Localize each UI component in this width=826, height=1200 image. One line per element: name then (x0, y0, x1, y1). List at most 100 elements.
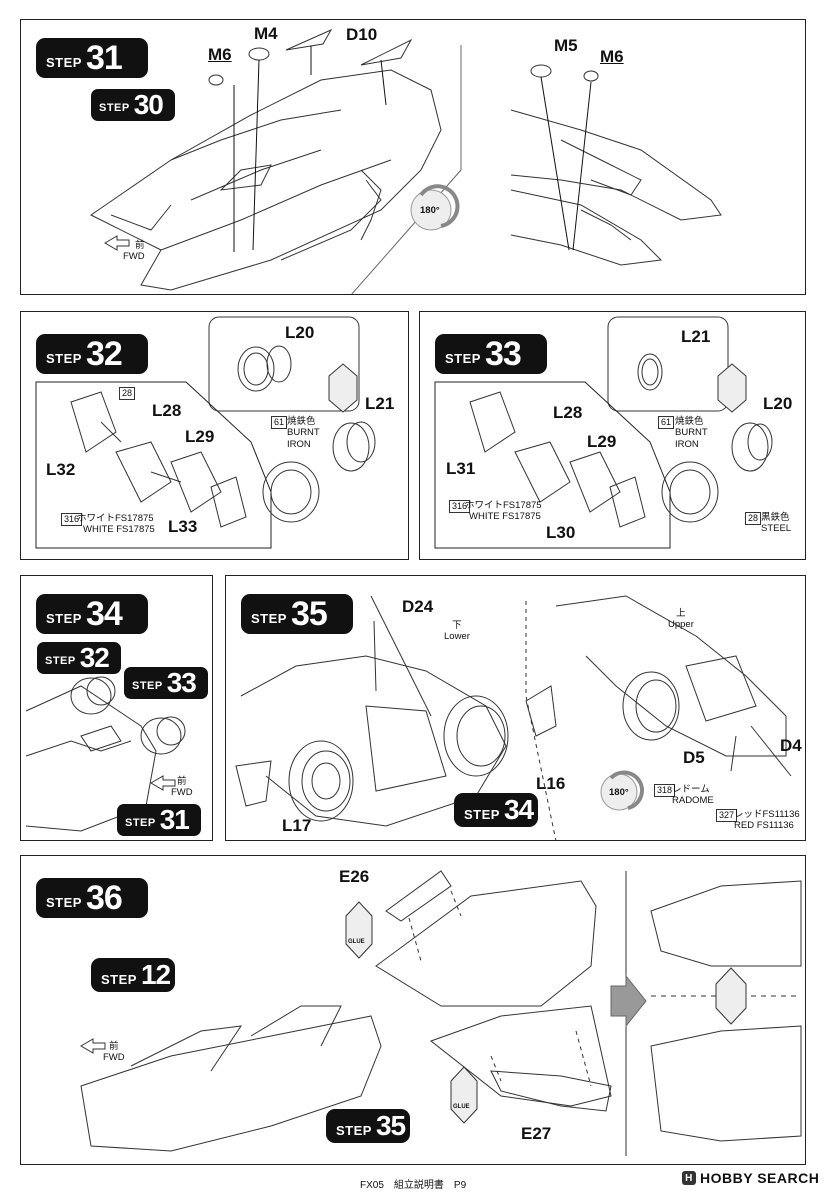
upper-en: Upper (668, 619, 694, 631)
part-label-l30: L30 (546, 523, 576, 542)
paint-jp: 焼鉄色 (287, 416, 316, 427)
step32-badge: STEP 32 (36, 334, 148, 374)
paint-jp: レッドFS11136 (734, 809, 800, 820)
paint-number-steel: 28 (745, 512, 762, 525)
logo-text: HOBBY SEARCH (700, 1170, 820, 1186)
part-label-l28: L28 (553, 403, 583, 422)
fwd-jp: 前 (109, 1041, 119, 1052)
step-word: STEP (125, 817, 156, 829)
step-word: STEP (132, 680, 163, 692)
fwd-label: 前 FWD (171, 776, 193, 799)
logo-icon: H (682, 1171, 696, 1185)
step-word: STEP (46, 54, 82, 70)
paint-en: RED FS11136 (734, 820, 794, 832)
part-label-d24: D24 (402, 597, 434, 616)
paint-red: レッドFS11136 RED FS11136 (734, 809, 800, 832)
part-label-m5: M5 (554, 36, 578, 55)
fwd-en: FWD (123, 251, 145, 263)
part-label-d10: D10 (346, 25, 378, 44)
paint-jp: レドーム (672, 784, 710, 795)
step-word: STEP (46, 894, 82, 910)
fwd-jp: 前 (177, 776, 187, 787)
hobby-search-logo: H HOBBY SEARCH (682, 1170, 819, 1186)
step33-ref-badge: STEP 33 (124, 667, 208, 699)
step-number: 34 (503, 794, 534, 825)
step35-illustration (235, 595, 792, 840)
part-label-m6: M6 (208, 45, 232, 64)
part-label-l21: L21 (365, 394, 395, 413)
paint-en1: BURNT (675, 427, 708, 439)
step30-badge: STEP 30 (91, 89, 175, 121)
fwd-label: 前 FWD (103, 1041, 125, 1064)
step31-illustration (90, 28, 722, 294)
step-word: STEP (336, 1122, 372, 1138)
part-label-l20: L20 (285, 323, 315, 342)
step34-illustration (25, 676, 186, 832)
step-number: 35 (375, 1110, 406, 1141)
part-label-l29: L29 (185, 427, 215, 446)
step-number: 33 (484, 335, 522, 373)
step12-ref-badge: STEP 12 (91, 958, 175, 992)
step35-badge: STEP 35 (241, 594, 353, 634)
part-label-l20: L20 (763, 394, 793, 413)
step-number: 31 (159, 804, 190, 835)
paint-number: 61 (658, 416, 675, 429)
paint-number-radome: 318 (654, 784, 676, 797)
glue-label: GLUE (453, 1104, 470, 1110)
lower-label: 下 Lower (444, 620, 470, 643)
paint-white: ホワイトFS17875 WHITE FS17875 (465, 500, 542, 523)
paint-en: WHITE FS17875 (83, 524, 155, 536)
step31-ref-badge: STEP 31 (117, 804, 201, 836)
step-number: 33 (166, 667, 197, 698)
step35-panel: STEP 35 STEP 34 D24 L16 L17 D5 D4 下 Lowe… (225, 575, 806, 841)
step-word: STEP (45, 655, 76, 667)
step-number: 35 (290, 595, 328, 633)
part-label-l21: L21 (681, 327, 711, 346)
part-label-m4: M4 (254, 24, 278, 43)
paint-radome: レドーム RADOME (672, 784, 714, 807)
part-label-e26: E26 (339, 867, 370, 886)
lower-en: Lower (444, 631, 470, 643)
step32-panel: STEP 32 L20 L21 L28 L29 L32 L33 61 焼鉄色 B… (20, 311, 409, 560)
paint-number-white: 316 (61, 513, 83, 526)
step36-panel: STEP 36 STEP 12 STEP 35 E26 E27 前 FWD GL… (20, 855, 806, 1165)
paint-number-steel: 28 (119, 387, 136, 400)
paint-en: RADOME (672, 795, 714, 807)
paint-burnt-iron: 焼鉄色 BURNT IRON (287, 416, 320, 450)
rotate-label: 180° (609, 787, 629, 798)
step-number: 36 (85, 879, 123, 917)
step34-panel: STEP 34 STEP 32 STEP 33 STEP 31 前 FWD (20, 575, 213, 841)
paint-en: WHITE FS17875 (469, 511, 541, 523)
step34-badge: STEP 34 (36, 594, 148, 634)
paint-en2: IRON (287, 438, 311, 450)
step32-illustration (35, 316, 376, 549)
step-number: 12 (140, 959, 171, 990)
step-number: 31 (85, 39, 123, 77)
step-word: STEP (46, 350, 82, 366)
paint-burnt-iron: 焼鉄色 BURNT IRON (675, 416, 708, 450)
step33-illustration (434, 316, 773, 549)
paint-number-white: 316 (449, 500, 471, 513)
fwd-en: FWD (103, 1052, 125, 1064)
paint-number: 61 (271, 416, 288, 429)
part-label-l28: L28 (152, 401, 182, 420)
part-label-d5: D5 (683, 748, 705, 767)
part-label-e27: E27 (521, 1124, 552, 1143)
step31-panel: STEP 31 STEP 30 M6 M4 D10 M5 M6 180° 前 F… (20, 19, 806, 295)
part-label-l29: L29 (587, 432, 617, 451)
step-word: STEP (46, 610, 82, 626)
part-label-m6-right: M6 (600, 47, 624, 66)
paint-jp: 黒鉄色 (761, 512, 790, 523)
fwd-en: FWD (171, 787, 193, 799)
paint-steel: 黒鉄色 STEEL (761, 512, 791, 535)
step-word: STEP (99, 102, 130, 114)
step-word: STEP (464, 806, 500, 822)
step36-illustration (80, 870, 802, 1156)
step-number: 34 (85, 595, 123, 633)
step-word: STEP (251, 610, 287, 626)
step31-badge: STEP 31 (36, 38, 148, 78)
step34-ref-badge: STEP 34 (454, 793, 538, 827)
part-label-l17: L17 (282, 816, 312, 835)
step-word: STEP (101, 971, 137, 987)
part-label-l33: L33 (168, 517, 198, 536)
